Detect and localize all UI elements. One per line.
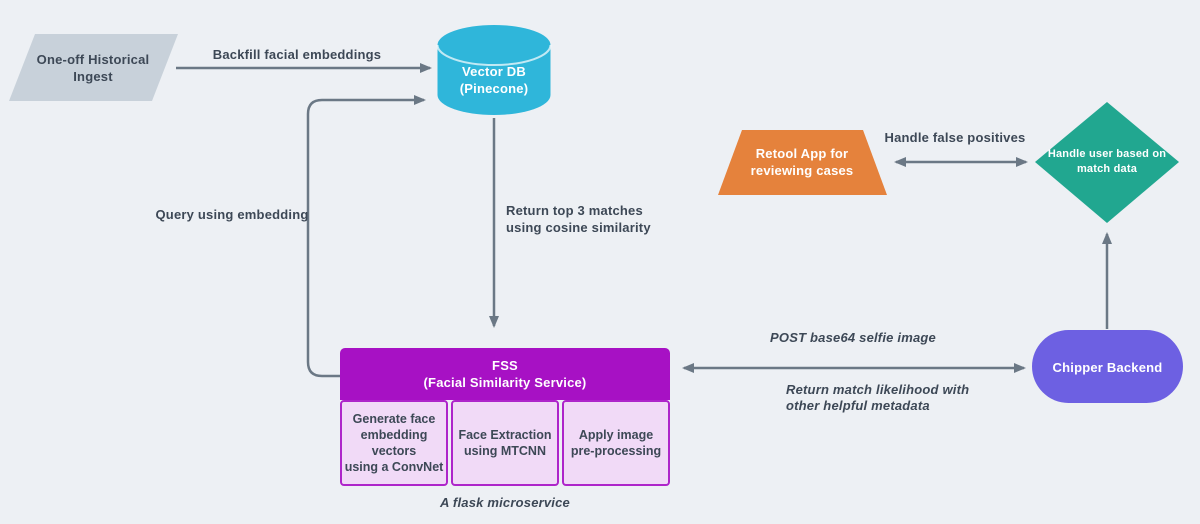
chipper-node-label: Chipper Backend xyxy=(1052,360,1163,375)
retool-node-label: Retool App for reviewing cases xyxy=(750,146,854,178)
chipper-node-shape[interactable] xyxy=(1032,330,1183,403)
edge-query-arrow[interactable] xyxy=(306,95,426,378)
fss-node[interactable]: FSS (Facial Similarity Service) Generate… xyxy=(340,348,670,486)
fss-module-preprocessing[interactable]: Apply image pre-processing xyxy=(562,400,670,486)
backfill-edge-label: Backfill facial embeddings xyxy=(212,47,382,62)
fss-caption: A flask microservice xyxy=(440,495,570,510)
ingest-node-label: One-off Historical Ingest xyxy=(36,52,150,84)
decision-node-label: Handle user based on match data xyxy=(1047,148,1167,175)
fss-modules-row: Generate face embedding vectors using a … xyxy=(340,400,670,486)
decision-node-shape[interactable] xyxy=(1035,102,1179,223)
fss-module-generate-embeddings[interactable]: Generate face embedding vectors using a … xyxy=(340,400,448,486)
fss-node-header[interactable]: FSS (Facial Similarity Service) xyxy=(340,348,670,400)
post-selfie-edge-label: POST base64 selfie image xyxy=(770,330,936,345)
return-match-edge-label: Return match likelihood with other helpf… xyxy=(786,382,970,413)
vector-db-cylinder-rim xyxy=(436,44,552,66)
query-edge-label: Query using embedding xyxy=(155,207,309,222)
ingest-node-shape[interactable] xyxy=(9,34,178,101)
vector-db-node-label: Vector DB (Pinecone) xyxy=(459,64,529,96)
fss-module-face-extraction[interactable]: Face Extraction using MTCNN xyxy=(451,400,559,486)
top-matches-edge-label: Return top 3 matches using cosine simila… xyxy=(506,203,651,235)
retool-node-shape[interactable] xyxy=(718,130,887,195)
false-positives-edge-label: Handle false positives xyxy=(884,130,1026,145)
vector-db-node-shape[interactable] xyxy=(437,25,551,115)
